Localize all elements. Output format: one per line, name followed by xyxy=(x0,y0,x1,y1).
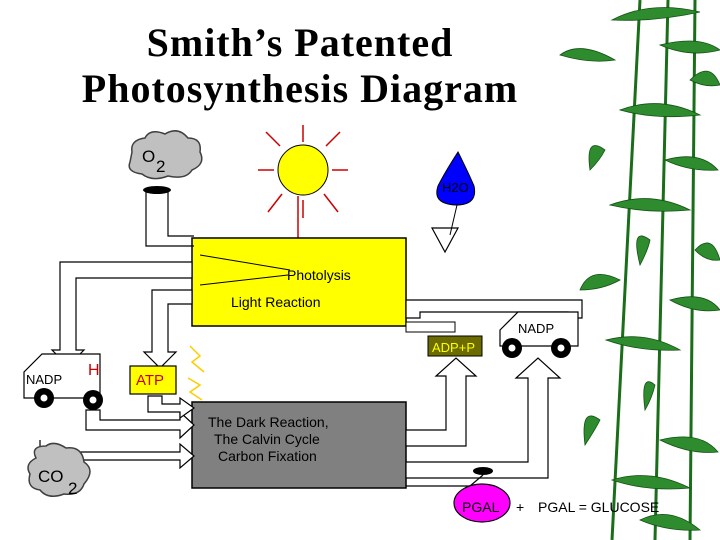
title-line-1: Smith’s Patented xyxy=(146,20,454,65)
oxygen-cloud: O 2 xyxy=(128,130,203,180)
glucose-equation: PGAL = GLUCOSE xyxy=(538,499,659,515)
co2-label-co: CO xyxy=(38,467,64,486)
water-drop-icon: H2O xyxy=(436,150,476,206)
sun-rays xyxy=(258,125,348,218)
dark-reaction-line-2: The Calvin Cycle xyxy=(214,431,320,447)
nadp-return-arrow xyxy=(405,357,562,479)
o2-label-o: O xyxy=(142,147,155,166)
water-intake-funnel xyxy=(430,227,460,254)
co2-cloud: CO 2 xyxy=(27,442,91,498)
adp-return-arrow xyxy=(405,357,478,447)
h2o-label: H2O xyxy=(442,180,469,195)
sun-icon xyxy=(258,125,348,218)
plus-sign: + xyxy=(516,499,524,515)
nadph-output-arrow xyxy=(50,261,193,367)
atp-label: ATP xyxy=(136,372,164,389)
nadp-right-label: NADP xyxy=(518,321,554,336)
title-line-2: Photosynthesis Diagram xyxy=(81,66,519,111)
o2-pipe xyxy=(145,192,194,247)
nadph-input-arrow xyxy=(85,409,195,440)
o2-label-sub: 2 xyxy=(156,157,165,176)
dark-reaction-line-1: The Dark Reaction, xyxy=(208,414,329,430)
light-reaction-label: Light Reaction xyxy=(231,294,321,310)
photolysis-label: Photolysis xyxy=(287,267,351,283)
photolysis-pointer xyxy=(199,254,291,271)
o2-exhaust-cap xyxy=(143,186,171,194)
adp-p-box xyxy=(427,335,483,357)
pgal-cap xyxy=(473,467,493,475)
dark-reaction-line-3: Carbon Fixation xyxy=(218,448,317,464)
dark-reaction-box xyxy=(191,401,407,489)
atp-box xyxy=(129,365,177,395)
energy-bolt-icon xyxy=(187,345,205,401)
slide-title: Smith’s Patented Photosynthesis Diagram xyxy=(0,20,600,112)
h-label: H xyxy=(88,362,100,379)
nadph-truck-left: NADP H xyxy=(23,353,103,410)
atp-output-arrow xyxy=(142,289,193,369)
pgal-label: PGAL xyxy=(462,499,500,515)
pgal-blob xyxy=(453,483,511,523)
adp-p-label: ADP+P xyxy=(432,340,475,355)
water-intake-line xyxy=(449,204,458,236)
atp-input-arrow xyxy=(147,395,196,420)
nadp-truck-right: NADP xyxy=(499,311,579,358)
nadp-left-label: NADP xyxy=(26,372,62,387)
co2-label-sub: 2 xyxy=(68,479,77,498)
